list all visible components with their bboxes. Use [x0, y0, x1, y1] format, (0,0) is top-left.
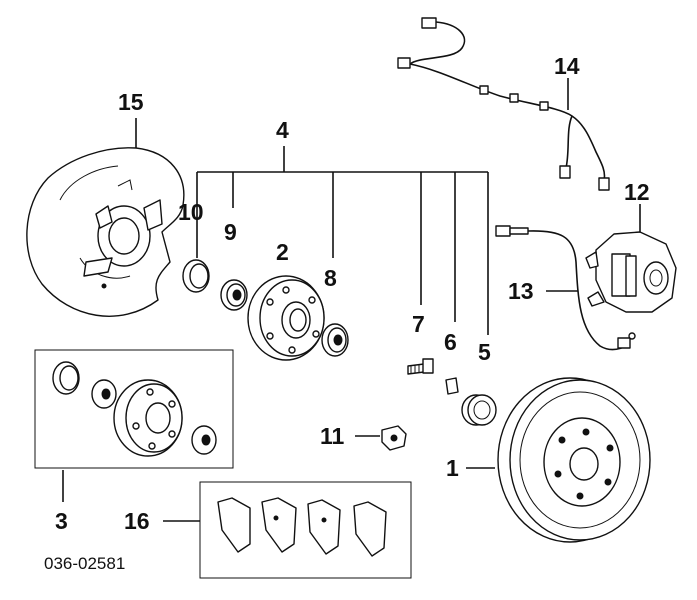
callout-11: 11	[320, 423, 345, 449]
dust-shield	[26, 147, 185, 317]
callout-2: 2	[276, 239, 289, 265]
hub-kit-box	[34, 349, 234, 469]
callout-10: 10	[178, 199, 204, 225]
callout-labels: 15 4 10 9 2 8 7 6 5 11 1 13 14 12 3 16	[55, 53, 650, 534]
callout-8: 8	[324, 265, 337, 291]
lock-nut	[445, 377, 459, 395]
callout-3: 3	[55, 508, 68, 534]
brake-caliper	[585, 231, 677, 313]
callout-15: 15	[118, 89, 144, 115]
callout-6: 6	[444, 329, 457, 355]
callout-7: 7	[412, 311, 425, 337]
callout-1: 1	[446, 455, 459, 481]
brake-pads-box	[199, 481, 412, 579]
brake-hose	[495, 225, 636, 351]
wheel-hub	[247, 275, 325, 361]
outer-bearing	[321, 323, 349, 357]
brake-disc	[497, 377, 651, 543]
callout-9: 9	[224, 219, 237, 245]
callout-5: 5	[478, 339, 491, 365]
callout-13: 13	[508, 278, 534, 304]
callout-16: 16	[124, 508, 150, 534]
callout-14: 14	[554, 53, 580, 79]
oil-seal	[182, 259, 210, 293]
abs-sensor-harness	[397, 17, 610, 191]
leader-lines	[62, 78, 641, 522]
inner-bearing	[220, 279, 248, 311]
callout-4: 4	[276, 117, 289, 143]
diagram-reference-code: 036-02581	[44, 554, 125, 573]
clip-nut	[381, 425, 407, 451]
grease-cap	[461, 394, 497, 426]
callout-12: 12	[624, 179, 650, 205]
wheel-bolt	[407, 358, 434, 375]
